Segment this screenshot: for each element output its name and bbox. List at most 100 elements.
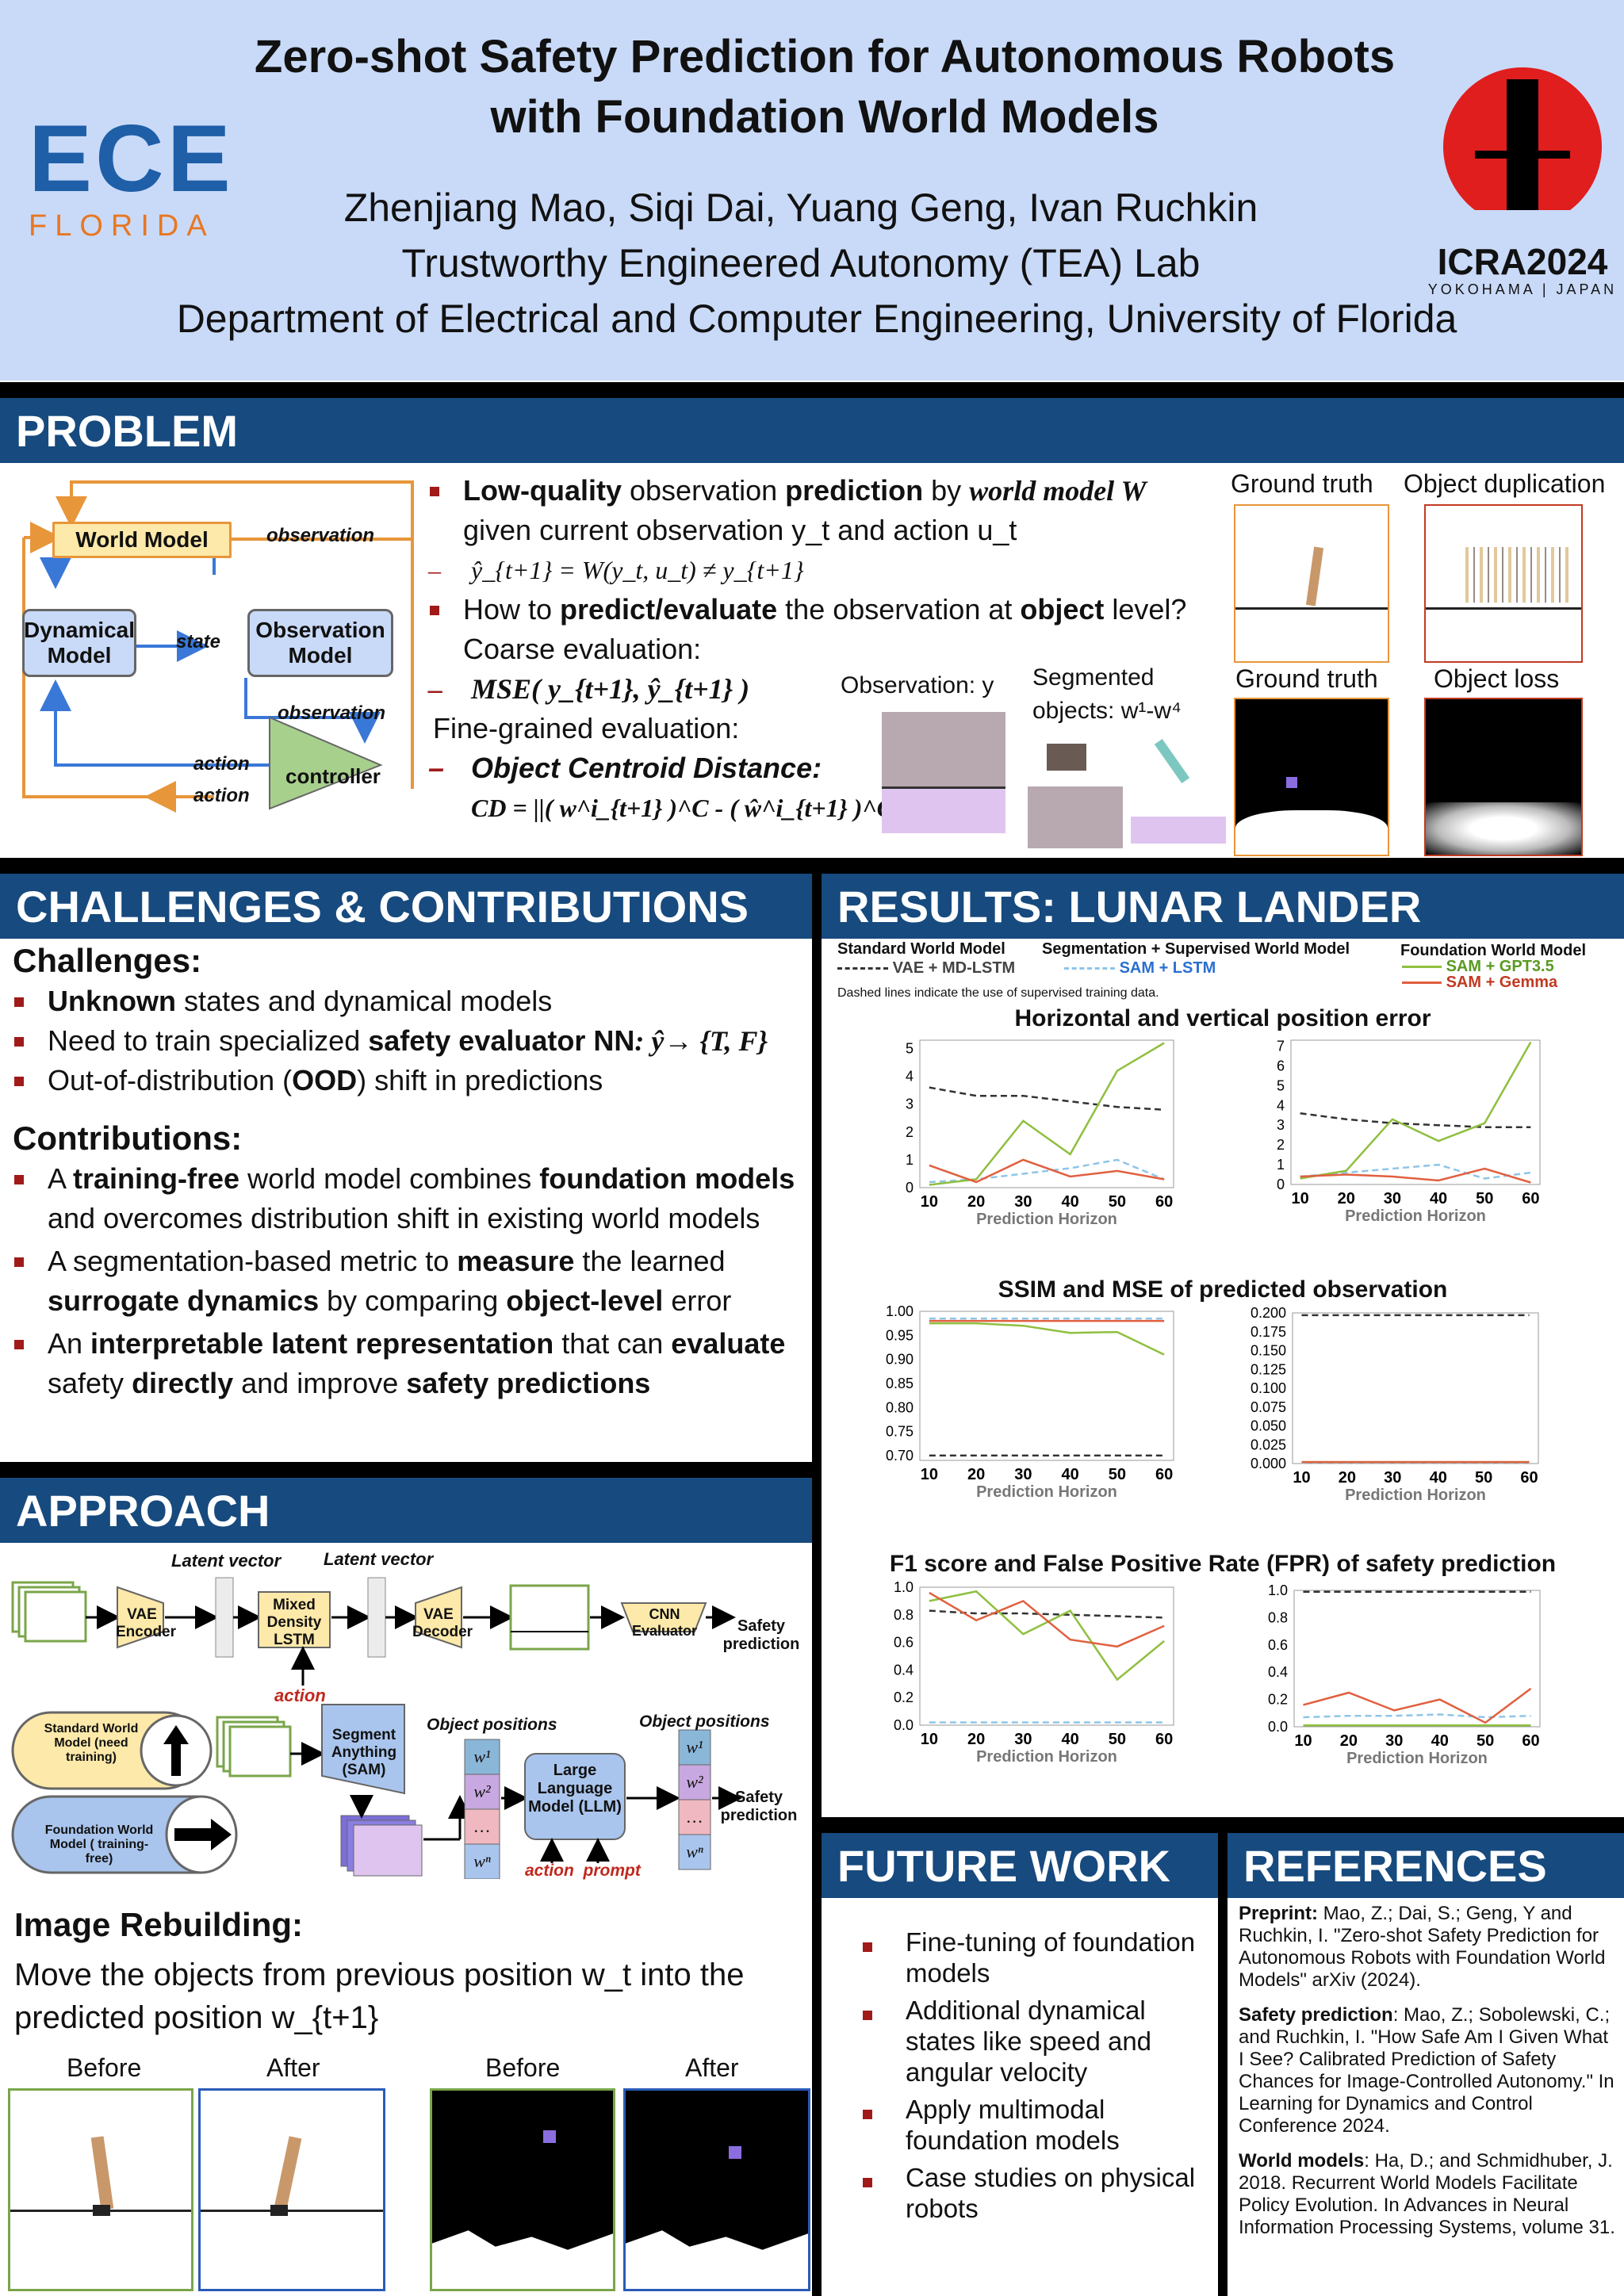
y-tick-label: 5 (1277, 1077, 1285, 1093)
cnn-label: CNN Evaluator (631, 1606, 698, 1639)
before-label-1: Before (67, 2053, 142, 2082)
x-tick-label: 30 (1014, 1193, 1032, 1211)
future-list: Fine-tuning of foundation models Additio… (861, 1927, 1210, 2224)
future-item: Additional dynamical states like speed a… (861, 1995, 1210, 2087)
contributions-title: Contributions: (13, 1119, 243, 1157)
future-item: Case studies on physical robots (861, 2162, 1210, 2224)
icra-sun-icon (1427, 67, 1618, 238)
observation-image (882, 712, 1005, 833)
gt2-image (1234, 698, 1389, 856)
y-tick-label: 0.80 (886, 1399, 914, 1415)
divider (822, 1817, 1624, 1833)
observation-top-label: observation (266, 525, 375, 546)
vae-decoder-label: VAE Decoder (412, 1606, 473, 1640)
reference-3: World models: Ha, D.; and Schmidhuber, J… (1239, 2150, 1615, 2238)
before-label-2: Before (485, 2053, 561, 2082)
gt2-label: Ground truth (1235, 664, 1378, 693)
series-line (929, 1591, 1165, 1648)
series-line (1303, 1687, 1532, 1724)
future-item: Fine-tuning of foundation models (861, 1927, 1210, 1988)
x-tick-label: 10 (1292, 1190, 1309, 1207)
series-line (929, 1158, 1165, 1184)
contribution-1: A training-free world model combines fou… (13, 1159, 806, 1238)
challenge-2: Need to train specialized safety evaluat… (13, 1021, 806, 1061)
x-tick-label: 20 (967, 1193, 985, 1211)
x-tick-label: 40 (1431, 1732, 1449, 1750)
foundation-wm-label: Foundation World Model ( training-free) (44, 1823, 154, 1866)
w-list-2: w¹ w² … wⁿ (686, 1737, 703, 1862)
series-line (929, 1322, 1165, 1356)
challenges-text: Challenges: Unknown states and dynamical… (13, 940, 806, 1403)
y-tick-label: 1 (1277, 1157, 1285, 1173)
state-label: state (176, 631, 221, 652)
y-tick-label: 0 (906, 1180, 914, 1196)
x-tick-label: 20 (1338, 1190, 1355, 1207)
y-tick-label: 0 (1277, 1177, 1285, 1192)
x-axis-label: Prediction Horizon (976, 1748, 1117, 1766)
x-axis-label: Prediction Horizon (976, 1211, 1117, 1228)
coarse-label: Coarse evaluation: (463, 633, 702, 665)
y-tick-label: 0.050 (1251, 1418, 1286, 1434)
y-tick-label: 0.100 (1251, 1380, 1286, 1396)
x-tick-label: 50 (1109, 1193, 1126, 1211)
x-tick-label: 50 (1476, 1190, 1493, 1207)
problem-text: Low-quality observation prediction by wo… (428, 471, 1245, 828)
y-tick-label: 0.75 (886, 1424, 914, 1440)
x-axis-label: Prediction Horizon (976, 1483, 1117, 1501)
x-tick-label: 30 (1384, 1190, 1401, 1207)
w-list-1: w¹ w² … wⁿ (473, 1747, 491, 1871)
references-list: Preprint: Mao, Z.; Dai, S.; Geng, Y and … (1239, 1903, 1618, 2252)
y-tick-label: 0.025 (1251, 1437, 1286, 1452)
x-tick-label: 30 (1385, 1732, 1403, 1750)
series-line (929, 1086, 1165, 1111)
after-image-2 (623, 2088, 810, 2291)
latent-label-1: Latent vector (171, 1551, 282, 1571)
y-tick-label: 3 (1277, 1117, 1285, 1133)
y-tick-label: 0.2 (1268, 1692, 1288, 1708)
poster-title: Zero-shot Safety Prediction for Autonomo… (254, 31, 1396, 143)
reference-1: Preprint: Mao, Z.; Dai, S.; Geng, Y and … (1239, 1903, 1606, 1991)
x-tick-label: 40 (1062, 1466, 1079, 1483)
y-tick-label: 1.0 (1268, 1582, 1288, 1598)
results-legend: Standard World Model VAE + MD-LSTM Segme… (837, 940, 1587, 1000)
before-image-1 (8, 2088, 193, 2291)
x-tick-label: 50 (1475, 1469, 1492, 1487)
action-label-2: action (193, 785, 250, 806)
loss-image (1424, 698, 1583, 856)
contribution-3: An interpretable latent representation t… (13, 1324, 806, 1403)
plot-area (919, 1039, 1174, 1188)
series-line (929, 1590, 1165, 1682)
challenge-1: Unknown states and dynamical models (13, 982, 806, 1021)
x-tick-label: 60 (1155, 1466, 1173, 1483)
y-tick-label: 1.00 (886, 1303, 914, 1319)
segmented-label: Segmented objects: w¹-w⁴ (1032, 664, 1182, 724)
y-tick-label: 0.90 (886, 1352, 914, 1368)
challenge-3: Out-of-distribution (OOD) shift in predi… (13, 1061, 806, 1100)
reference-2: Safety prediction: Mao, Z.; Sobolewski, … (1239, 2004, 1614, 2137)
action-prompt-label: action prompt (525, 1862, 641, 1880)
y-tick-label: 0.0 (894, 1717, 914, 1733)
divider (0, 1462, 812, 1478)
safety-label-1: Safety prediction (722, 1617, 800, 1653)
x-tick-label: 30 (1384, 1469, 1401, 1487)
eq-prediction: ŷ_{t+1} = W(y_t, u_t) ≠ y_{t+1} (428, 550, 1245, 590)
icra-text: ICRA2024 (1437, 241, 1608, 282)
x-tick-label: 30 (1014, 1731, 1032, 1748)
after-image-1 (198, 2088, 385, 2291)
right-arrow-icon (174, 1819, 232, 1850)
x-tick-label: 10 (921, 1731, 938, 1748)
y-tick-label: 6 (1277, 1058, 1285, 1073)
world-model-diagram: World Model observation Dynamical Model … (8, 476, 420, 840)
series-line (1300, 1112, 1531, 1128)
controller-label: controller (285, 764, 381, 788)
divider (0, 382, 1624, 398)
plot-area (919, 1311, 1174, 1461)
x-tick-label: 40 (1062, 1731, 1079, 1748)
y-tick-label: 0.4 (1268, 1664, 1288, 1680)
series-line (1300, 1163, 1531, 1180)
dynamical-model-box: Dynamical Model (22, 609, 136, 677)
